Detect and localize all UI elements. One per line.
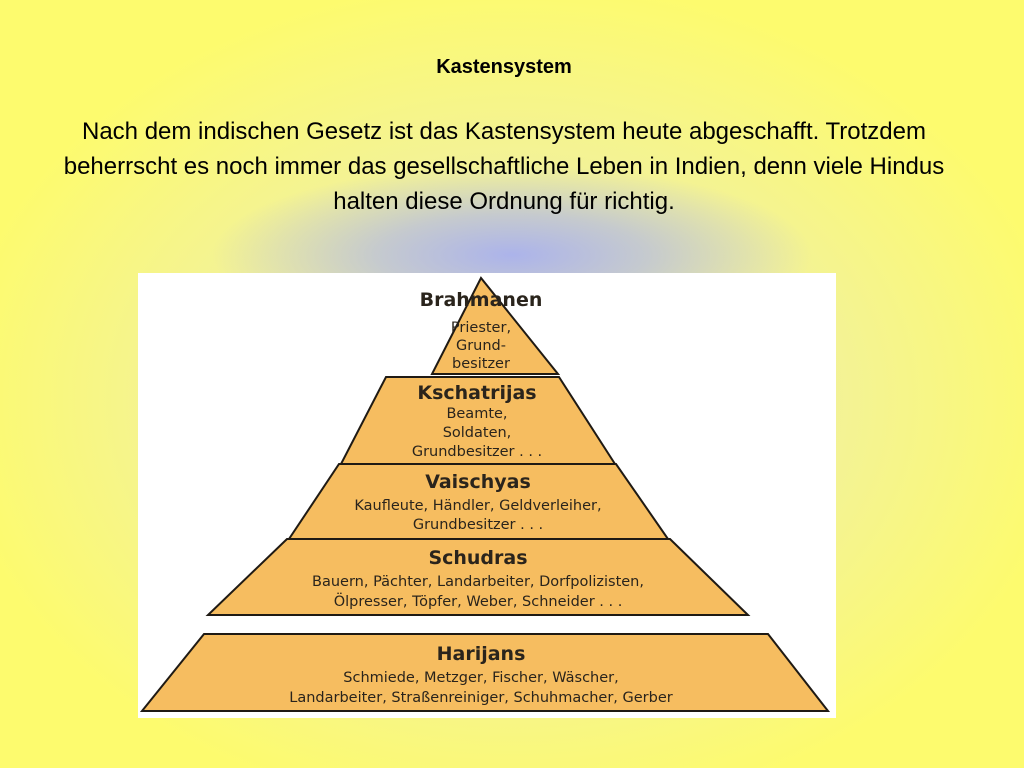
caste-pyramid: Brahmanen Priester, Grund- besitzer Ksch… (139, 276, 831, 712)
tier-shape (430, 276, 561, 375)
tier-desc-line: Kaufleute, Händler, Geldverleiher, (354, 498, 601, 514)
tier-desc-line: Landarbeiter, Straßenreiniger, Schuhmach… (289, 690, 673, 706)
tier-desc-line: Bauern, Pächter, Landarbeiter, Dorfpoliz… (312, 574, 644, 590)
tier-name: Brahmanen (420, 289, 543, 311)
tier-shape (139, 633, 831, 712)
tier-desc-line: Priester, (451, 320, 511, 336)
pyramid-tier-schudras: Schudras Bauern, Pächter, Landarbeiter, … (205, 538, 751, 616)
tier-shape (205, 538, 751, 616)
tier-desc-line: Grund- (456, 338, 506, 354)
pyramid-tier-vaischyas: Vaischyas Kaufleute, Händler, Geldverlei… (287, 463, 670, 540)
tier-desc-line: Ölpresser, Töpfer, Weber, Schneider . . … (334, 592, 623, 610)
slide-title: Kastensystem (436, 56, 572, 78)
caste-pyramid-figure: Brahmanen Priester, Grund- besitzer Ksch… (138, 273, 836, 718)
pyramid-tier-kschatrijas: Kschatrijas Beamte, Soldaten, Grundbesit… (339, 376, 617, 465)
pyramid-tier-harijans: Harijans Schmiede, Metzger, Fischer, Wäs… (139, 633, 831, 712)
tier-desc-line: besitzer (452, 356, 510, 372)
tier-name: Vaischyas (425, 471, 531, 493)
tier-desc-line: Beamte, (446, 406, 507, 422)
tier-desc-line: Grundbesitzer . . . (413, 517, 543, 533)
tier-name: Harijans (437, 643, 526, 665)
tier-desc-line: Grundbesitzer . . . (412, 444, 542, 460)
tier-name: Schudras (428, 547, 527, 569)
tier-desc-line: Soldaten, (443, 425, 512, 441)
pyramid-tier-brahmanen: Brahmanen Priester, Grund- besitzer (420, 276, 561, 375)
slide-intro-text: Nach dem indischen Gesetz ist das Kasten… (63, 118, 945, 215)
tier-name: Kschatrijas (417, 382, 536, 404)
tier-desc-line: Schmiede, Metzger, Fischer, Wäscher, (343, 670, 618, 686)
